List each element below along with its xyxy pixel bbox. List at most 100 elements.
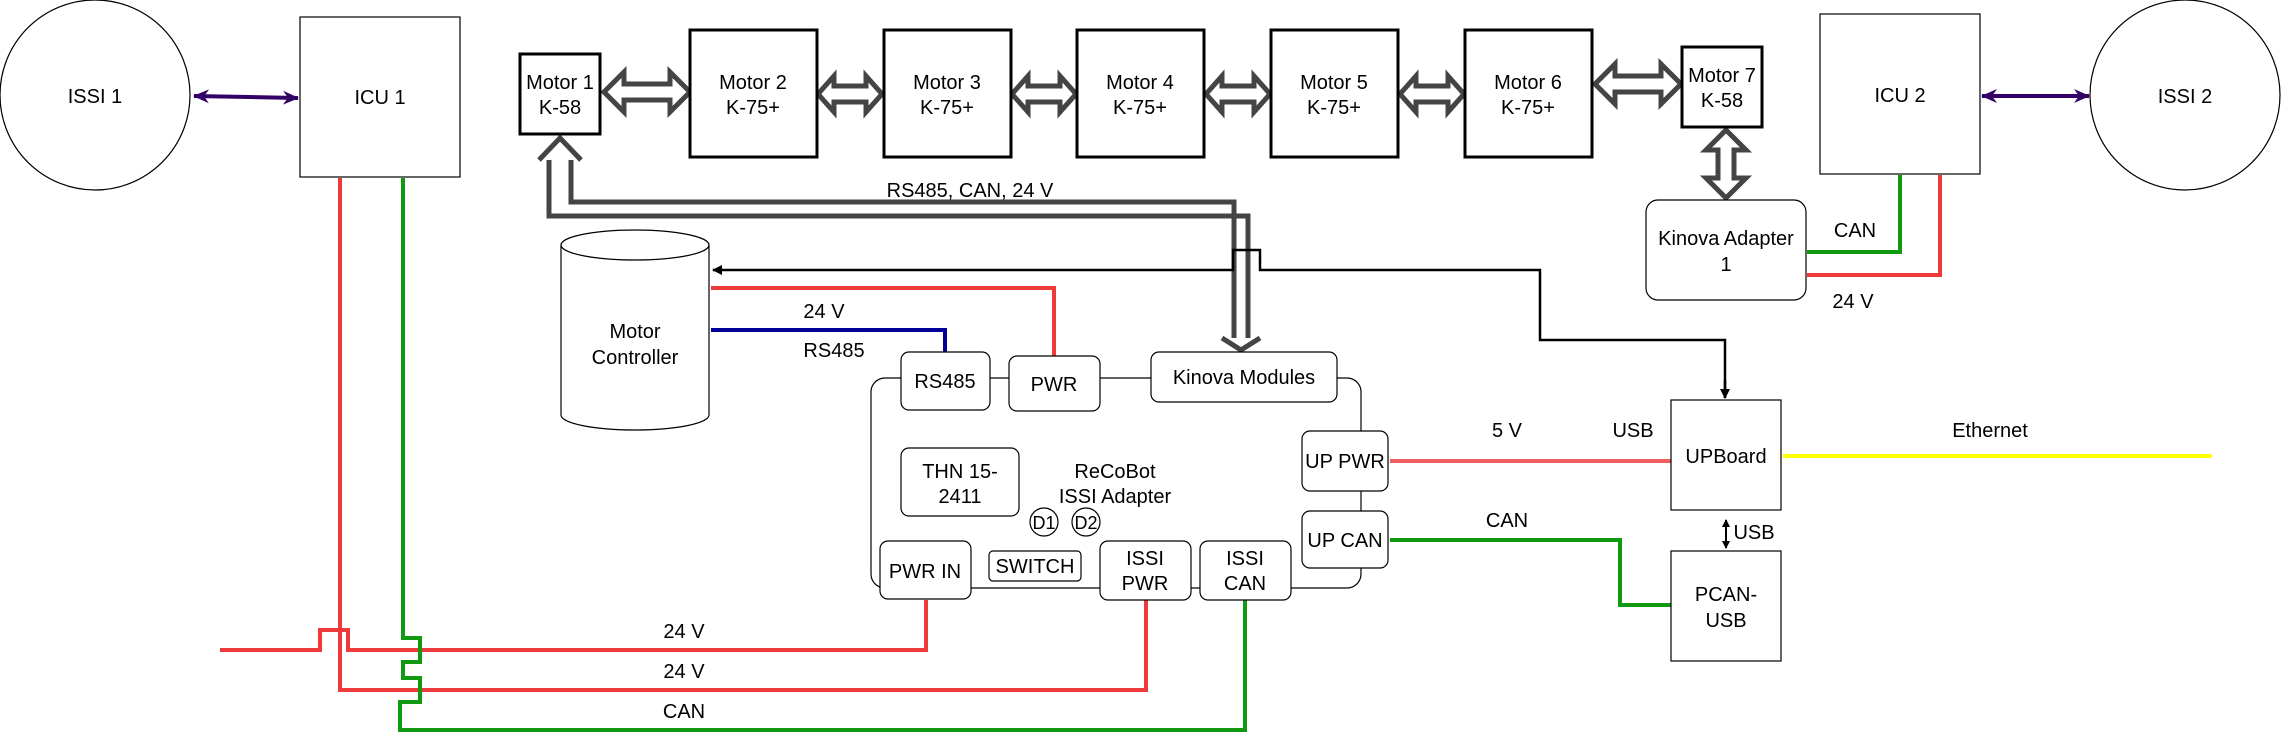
upboard-label: UPBoard	[1685, 446, 1766, 468]
adapter-title-2: ISSI Adapter	[1059, 486, 1172, 508]
thn-label-2: 2411	[938, 486, 981, 508]
kinova-modules-label: Kinova Modules	[1173, 367, 1315, 389]
switch-label: SWITCH	[996, 556, 1075, 578]
up-pwr-port	[1301, 430, 1389, 492]
m1-m2-arrow	[600, 65, 694, 119]
motor3-model: K-75+	[920, 97, 974, 119]
bus-outer	[546, 160, 1251, 338]
upboard-box	[1670, 399, 1782, 511]
pwr-in-port	[879, 540, 972, 600]
upboard-mc-usb-wire	[712, 248, 1727, 398]
motor-controller-label-2: Controller	[592, 347, 679, 369]
led-d1	[1029, 507, 1059, 537]
motor5-name: Motor 5	[1300, 72, 1368, 94]
rs485-port-label: RS485	[914, 371, 975, 393]
motor7-name: Motor 7	[1688, 65, 1756, 87]
motor2-model: K-75+	[726, 97, 780, 119]
pcan-label-2: USB	[1705, 610, 1746, 632]
adapter-title-1: ReCoBot	[1074, 461, 1156, 483]
motor1-model: K-58	[539, 97, 581, 119]
motor2-box	[688, 28, 819, 159]
led-d2	[1071, 507, 1101, 537]
motor7-model: K-58	[1701, 90, 1743, 112]
issi-can-label-1: ISSI	[1226, 548, 1264, 570]
motor6-box	[1463, 28, 1594, 159]
bottom-can-label: CAN	[663, 701, 705, 723]
ethernet-label: Ethernet	[1952, 420, 2028, 442]
mc-24v-wire	[711, 286, 1056, 356]
issi-can-port	[1199, 540, 1292, 601]
issi1-node	[0, 0, 191, 191]
kinova-adapter-box	[1645, 199, 1807, 301]
ka-can-wire	[1807, 175, 1902, 254]
mc-rs485-label: RS485	[803, 340, 864, 362]
issi-pwr-label-2: PWR	[1122, 573, 1169, 595]
motor6-name: Motor 6	[1494, 72, 1562, 94]
ka-can-label: CAN	[1834, 220, 1876, 242]
motor5-model: K-75+	[1307, 97, 1361, 119]
motor7-box	[1680, 45, 1764, 129]
motor4-box	[1075, 28, 1206, 159]
icu1-label: ICU 1	[354, 87, 405, 109]
icu2-label: ICU 2	[1874, 85, 1925, 107]
motor2-name: Motor 2	[719, 72, 787, 94]
motor1-name: Motor 1	[526, 72, 594, 94]
issi1-label: ISSI 1	[68, 86, 122, 108]
up-can-wire	[1390, 538, 1671, 607]
motor-controller-cylinder-top	[560, 229, 710, 261]
up-5v-label: 5 V	[1492, 420, 1523, 442]
issi2-label: ISSI 2	[2158, 86, 2212, 108]
m7-ka-arrow	[1699, 126, 1753, 202]
kinova-modules-box	[1150, 351, 1338, 403]
pwr-port-label: PWR	[1031, 374, 1078, 396]
external-24v-wire	[220, 600, 928, 652]
motor-controller-label-1: Motor	[609, 321, 660, 343]
pwr-in-label: PWR IN	[889, 561, 961, 583]
pcan-usb-link-label: USB	[1733, 522, 1774, 544]
ka-24v-wire	[1807, 175, 1942, 277]
up-can-port	[1301, 510, 1389, 569]
bottom-24v-label-1: 24 V	[663, 621, 705, 643]
up-can-wire-label: CAN	[1486, 510, 1528, 532]
pcan-usb-box	[1670, 550, 1782, 662]
icu2-box	[1819, 13, 1981, 175]
up-can-label: UP CAN	[1307, 530, 1382, 552]
m2-m3-arrow	[814, 69, 886, 119]
motor4-model: K-75+	[1113, 97, 1167, 119]
pwr-port	[1008, 355, 1101, 412]
m5-m6-arrow	[1396, 69, 1468, 119]
rs485-port	[900, 351, 991, 411]
led-d2-label: D2	[1074, 513, 1097, 533]
kinova-adapter-label-2: 1	[1720, 254, 1731, 276]
bottom-24v-label-2: 24 V	[663, 661, 705, 683]
motor3-name: Motor 3	[913, 72, 981, 94]
icu1-24v-wire	[338, 178, 1148, 692]
issi1-icu1-link	[193, 89, 299, 105]
mc-24v-label: 24 V	[803, 301, 845, 323]
bus-arrow-down	[1220, 335, 1262, 353]
up-pwr-label: UP PWR	[1305, 451, 1385, 473]
icu1-can-wire	[398, 178, 1247, 732]
bus-arrow-up	[537, 134, 583, 162]
thn-converter	[900, 447, 1020, 517]
kinova-adapter-label-1: Kinova Adapter	[1658, 228, 1794, 250]
motor-controller-cylinder	[560, 245, 710, 431]
motor5-box	[1269, 28, 1400, 159]
switch	[988, 550, 1082, 582]
issi-pwr-label-1: ISSI	[1126, 548, 1164, 570]
up-usb-label: USB	[1612, 420, 1653, 442]
issi2-node	[2089, 0, 2281, 191]
ka-24v-label: 24 V	[1832, 291, 1874, 313]
icu1-box	[299, 16, 461, 178]
issi-pwr-port	[1099, 540, 1192, 601]
bus-label: RS485, CAN, 24 V	[887, 180, 1054, 202]
mc-rs485-wire	[711, 328, 947, 352]
motor1-box	[518, 52, 602, 136]
issi-can-label-2: CAN	[1224, 573, 1266, 595]
m3-m4-arrow	[1008, 69, 1080, 119]
m4-m5-arrow	[1202, 69, 1274, 119]
motor3-box	[882, 28, 1013, 159]
motor4-name: Motor 4	[1106, 72, 1174, 94]
motor6-model: K-75+	[1501, 97, 1555, 119]
